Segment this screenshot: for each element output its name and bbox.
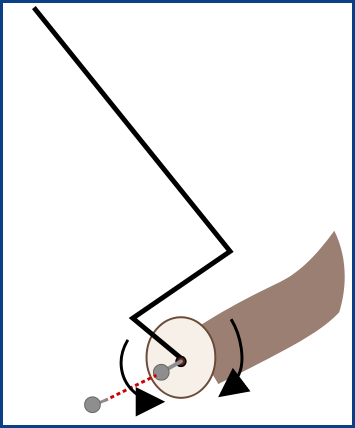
detached-pin-icon [84,396,101,414]
paint-roller-diagram [31,6,345,417]
rotation-arrow-icon [119,339,166,417]
paint-roller-icon [178,230,345,385]
roller-handle [31,6,234,361]
axle-pin-icon [152,363,170,381]
rotation-arrow-icon [218,318,251,398]
